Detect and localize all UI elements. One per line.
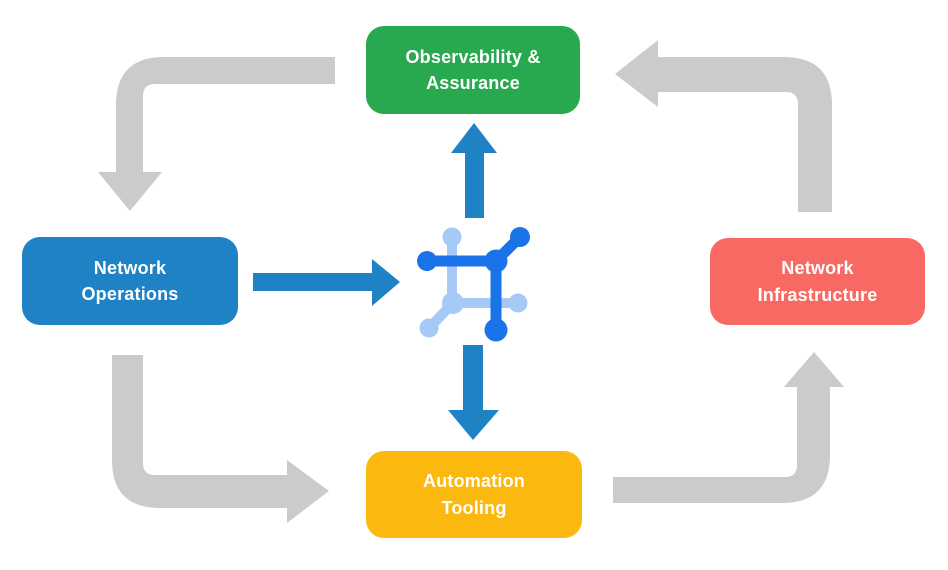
flow-arrow-center-to-observability <box>451 123 497 218</box>
icon-light-junction <box>442 292 464 314</box>
network-automation-icon <box>417 227 530 342</box>
node-observability-assurance: Observability & Assurance <box>366 26 580 114</box>
icon-light-node <box>419 318 439 338</box>
cycle-arrow-observability-to-operations <box>98 57 335 211</box>
node-label: Network Operations <box>81 257 179 304</box>
icon-dark-node <box>484 318 508 342</box>
icon-light-node <box>442 227 462 247</box>
node-automation-tooling: Automation Tooling <box>366 451 582 538</box>
node-label: Network Infrastructure <box>757 258 878 305</box>
node-label: Automation Tooling <box>423 471 525 518</box>
node-label: Observability & Assurance <box>405 46 541 93</box>
icon-light-node <box>508 293 528 313</box>
flow-arrow-operations-to-center <box>253 259 400 306</box>
flow-arrow-center-to-automation <box>448 345 499 440</box>
node-network-operations: Network Operations <box>22 237 238 325</box>
icon-dark-node <box>510 227 530 247</box>
cycle-arrow-operations-to-automation <box>112 355 329 523</box>
icon-dark-junction <box>484 249 508 273</box>
cycle-arrow-infrastructure-to-observability <box>615 40 832 212</box>
icon-dark-node <box>417 251 437 271</box>
node-network-infrastructure: Network Infrastructure <box>710 238 925 325</box>
cycle-arrow-automation-to-infrastructure <box>613 352 844 503</box>
